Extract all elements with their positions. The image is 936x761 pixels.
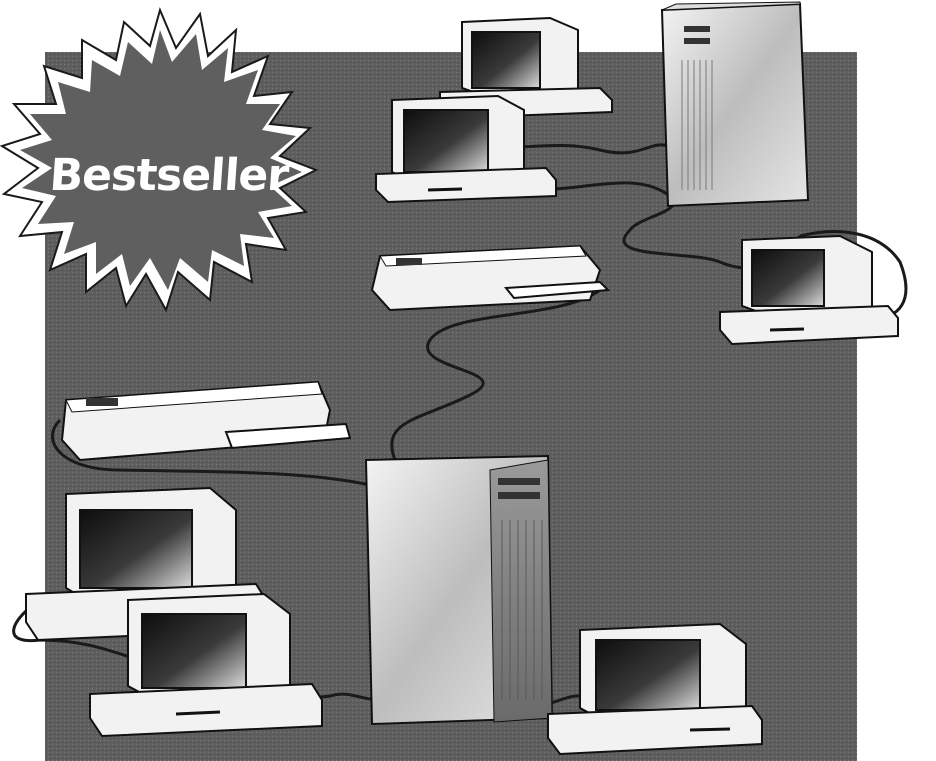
desktop-computer-icon xyxy=(548,624,762,754)
laser-printer-icon xyxy=(372,246,608,310)
server-tower-icon xyxy=(366,456,552,724)
badge-label: Bestseller xyxy=(48,150,291,201)
server-tower-icon xyxy=(662,2,808,206)
monitor-icon xyxy=(720,236,898,344)
